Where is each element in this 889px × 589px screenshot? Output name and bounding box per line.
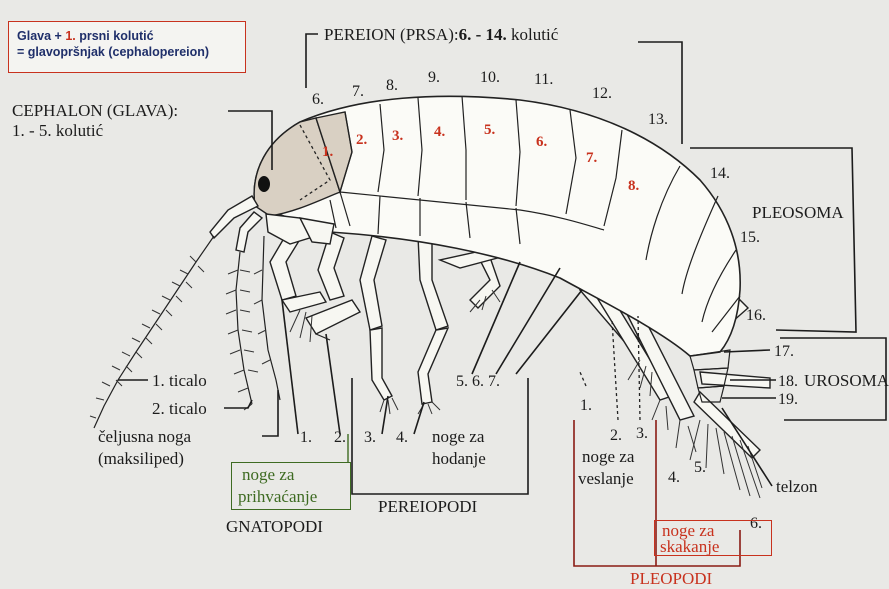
pleopod-number: 4. <box>668 469 680 486</box>
walking-legs-label-2: hodanje <box>432 449 486 468</box>
segment-number: 7. <box>352 83 364 100</box>
segment-number: 14. <box>710 165 730 182</box>
urosoma-label: UROSOMA <box>804 371 889 390</box>
cephalon-label: CEPHALON (GLAVA): <box>12 101 178 120</box>
maxilliped-label: čeljusna noga <box>98 427 191 446</box>
pleopod-number: 3. <box>636 425 648 442</box>
gnatopodi-label: GNATOPODI <box>226 517 323 536</box>
pereiopodi-label: PEREIOPODI <box>378 497 478 516</box>
segment-number: 16. <box>746 307 766 324</box>
pereion-segment-2: 2. <box>356 132 368 148</box>
cephalopereion-note: Glava + 1. prsni kolutić = glavopršnjak … <box>8 21 246 73</box>
segment-number: 17. <box>774 343 794 360</box>
grasping-legs-box <box>231 462 351 510</box>
pleopodi-label: PLEOPODI <box>630 569 713 588</box>
pereion-segment-5: 5. <box>484 122 496 138</box>
pleopod-number: 1. <box>580 397 592 414</box>
segment-number: 12. <box>592 85 612 102</box>
antenna-2-label: 2. ticalo <box>152 399 207 418</box>
segment-number: 10. <box>480 69 500 86</box>
antennae <box>90 196 280 428</box>
maxilliped-latin-label: (maksiliped) <box>98 449 184 468</box>
segment-number: 15. <box>740 229 760 246</box>
segment-number: 18. <box>778 373 798 390</box>
segment-number: 19. <box>778 391 798 408</box>
rowing-legs-label-2: veslanje <box>578 469 634 488</box>
segment-number: 6. <box>312 91 324 108</box>
leg-number: 3. <box>364 429 376 446</box>
walking-legs-label: noge za <box>432 427 485 446</box>
note-line-2: = glavopršnjak (cephalopereion) <box>17 44 237 60</box>
segment-number: 8. <box>386 77 398 94</box>
pereion-segment-6: 6. <box>536 134 548 150</box>
leg-number: 4. <box>396 429 408 446</box>
pereion-segment-8: 8. <box>628 178 640 194</box>
segment-number: 9. <box>428 69 440 86</box>
pereion-segment-7: 7. <box>586 150 598 166</box>
pleosoma-label: PLEOSOMA <box>752 203 844 222</box>
cephalon-segments: 1. - 5. kolutić <box>12 121 104 140</box>
pereion-segment-3: 3. <box>392 128 404 144</box>
leg-number: 1. <box>300 429 312 446</box>
segment-number: 13. <box>648 111 668 128</box>
telzon-label: telzon <box>776 477 818 496</box>
segment-number: 11. <box>534 71 553 88</box>
pereion-label: PEREION (PRSA):6. - 14. kolutić <box>324 25 559 44</box>
note-line-1: Glava + 1. prsni kolutić <box>17 28 237 44</box>
leg-number: 2. <box>334 429 346 446</box>
pleopod-number: 5. <box>694 459 706 476</box>
rowing-legs-label: noge za <box>582 447 635 466</box>
pleopod-number: 2. <box>610 427 622 444</box>
leg-number: 5. 6. 7. <box>456 373 500 390</box>
antenna-1-label: 1. ticalo <box>152 371 207 390</box>
pereion-segment-1: 1. <box>322 144 334 160</box>
jumping-legs-box <box>654 520 772 556</box>
pereion-segment-4: 4. <box>434 124 446 140</box>
